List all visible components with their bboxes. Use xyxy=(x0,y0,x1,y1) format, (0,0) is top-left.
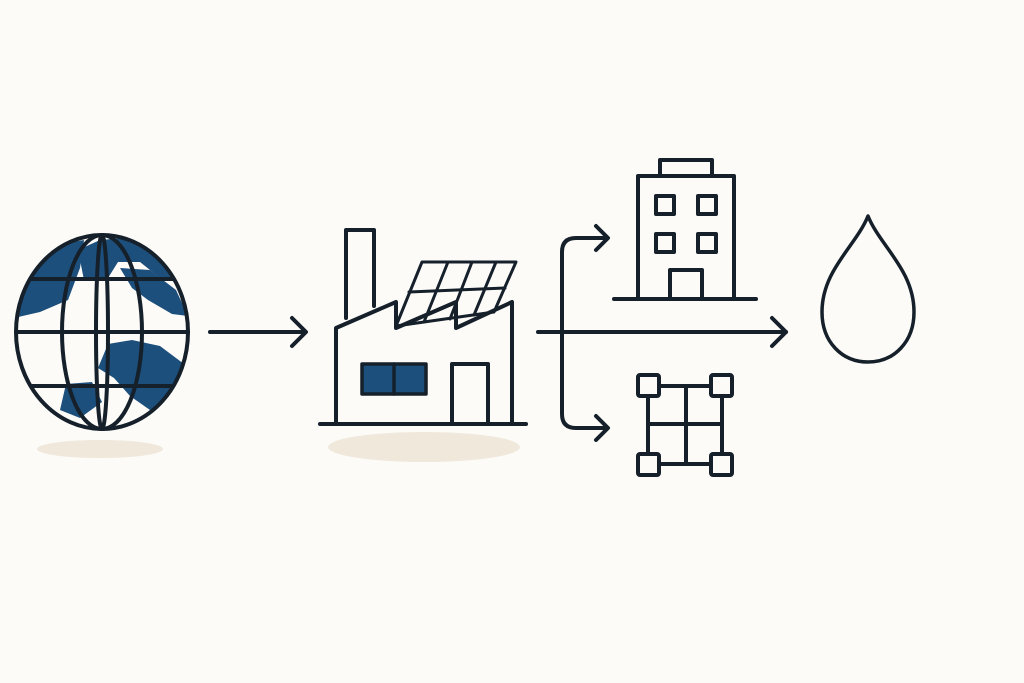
arrow-factory-to-office xyxy=(560,224,610,334)
water-drop-icon xyxy=(820,214,916,364)
globe-icon xyxy=(14,233,190,458)
factory-door xyxy=(450,362,490,426)
factory-with-solar-panels-icon xyxy=(318,228,528,462)
globe-grid xyxy=(14,233,190,431)
grid-network-icon xyxy=(636,373,734,477)
arrow-globe-to-factory xyxy=(208,316,308,348)
globe-shadow xyxy=(37,440,163,458)
arrow-factory-to-drop xyxy=(536,316,788,348)
arrow-factory-to-network xyxy=(560,330,610,442)
office-door xyxy=(668,268,704,301)
factory-shadow xyxy=(328,432,520,462)
office-building-icon xyxy=(612,158,758,301)
factory-outline xyxy=(318,228,528,426)
